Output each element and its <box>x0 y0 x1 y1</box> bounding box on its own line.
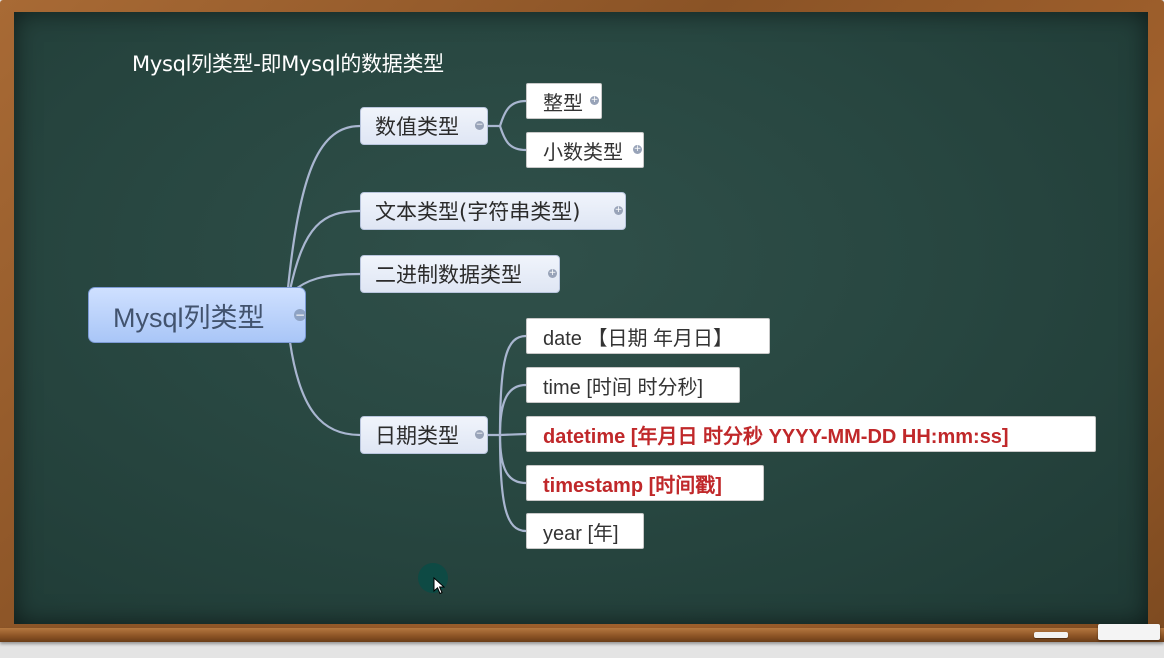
branch-numeric-types[interactable]: 数值类型 <box>360 107 488 145</box>
leaf-timestamp[interactable]: timestamp [时间戳] <box>526 465 764 501</box>
branch-text-types[interactable]: 文本类型(字符串类型) <box>360 192 626 230</box>
root-collapse-icon[interactable]: − <box>294 308 306 322</box>
slide-title: Mysql列类型-即Mysql的数据类型 <box>132 52 444 76</box>
connector-date-to-time <box>498 383 528 437</box>
branch-binary-types-label: 二进制数据类型 <box>375 263 522 287</box>
leaf-decimal[interactable]: 小数类型 <box>526 132 644 168</box>
leaf-datetime-label: datetime [年月日 时分秒 YYYY-MM-DD HH:mm:ss] <box>543 425 1009 448</box>
date-collapse-icon[interactable]: − <box>475 429 484 439</box>
connector-root-to-date <box>288 340 362 437</box>
connector-date-to-datetime <box>498 432 528 437</box>
leaf-year-label: year [年] <box>543 522 619 545</box>
root-node[interactable]: Mysql列类型 <box>88 287 306 343</box>
connector-numeric-to-integer <box>486 99 528 128</box>
connector-numeric-to-decimal <box>498 124 528 152</box>
branch-numeric-types-label: 数值类型 <box>375 115 459 139</box>
leaf-integer-label: 整型 <box>543 92 583 115</box>
leaf-time[interactable]: time [时间 时分秒] <box>526 367 740 403</box>
leaf-date-label: date 【日期 年月日】 <box>543 327 734 350</box>
branch-binary-types[interactable]: 二进制数据类型 <box>360 255 560 293</box>
connector-date-to-timestamp <box>498 433 528 485</box>
leaf-date[interactable]: date 【日期 年月日】 <box>526 318 770 354</box>
cursor-highlight <box>418 563 448 593</box>
mouse-pointer-icon <box>433 577 445 595</box>
text-expand-icon[interactable]: + <box>614 205 623 215</box>
numeric-collapse-icon[interactable]: − <box>475 120 484 130</box>
leaf-integer[interactable]: 整型 <box>526 83 602 119</box>
leaf-time-label: time [时间 时分秒] <box>543 376 704 399</box>
leaf-datetime[interactable]: datetime [年月日 时分秒 YYYY-MM-DD HH:mm:ss] <box>526 416 1096 452</box>
branch-date-types[interactable]: 日期类型 <box>360 416 488 454</box>
branch-date-types-label: 日期类型 <box>375 424 459 448</box>
decimal-expand-icon[interactable]: + <box>633 144 642 154</box>
leaf-decimal-label: 小数类型 <box>543 141 623 164</box>
chalk-tray <box>0 628 1164 642</box>
branch-text-types-label: 文本类型(字符串类型) <box>375 200 581 224</box>
leaf-timestamp-label: timestamp [时间戳] <box>543 474 722 497</box>
binary-expand-icon[interactable]: + <box>548 268 557 278</box>
connector-root-to-text <box>288 209 362 292</box>
integer-expand-icon[interactable]: + <box>590 95 599 105</box>
leaf-year[interactable]: year [年] <box>526 513 644 549</box>
chalk-eraser <box>1098 624 1160 640</box>
chalk-piece <box>1034 632 1068 638</box>
connector-date-to-year <box>498 433 528 533</box>
root-node-label: Mysql列类型 <box>113 302 265 333</box>
connector-root-to-numeric <box>286 124 362 290</box>
